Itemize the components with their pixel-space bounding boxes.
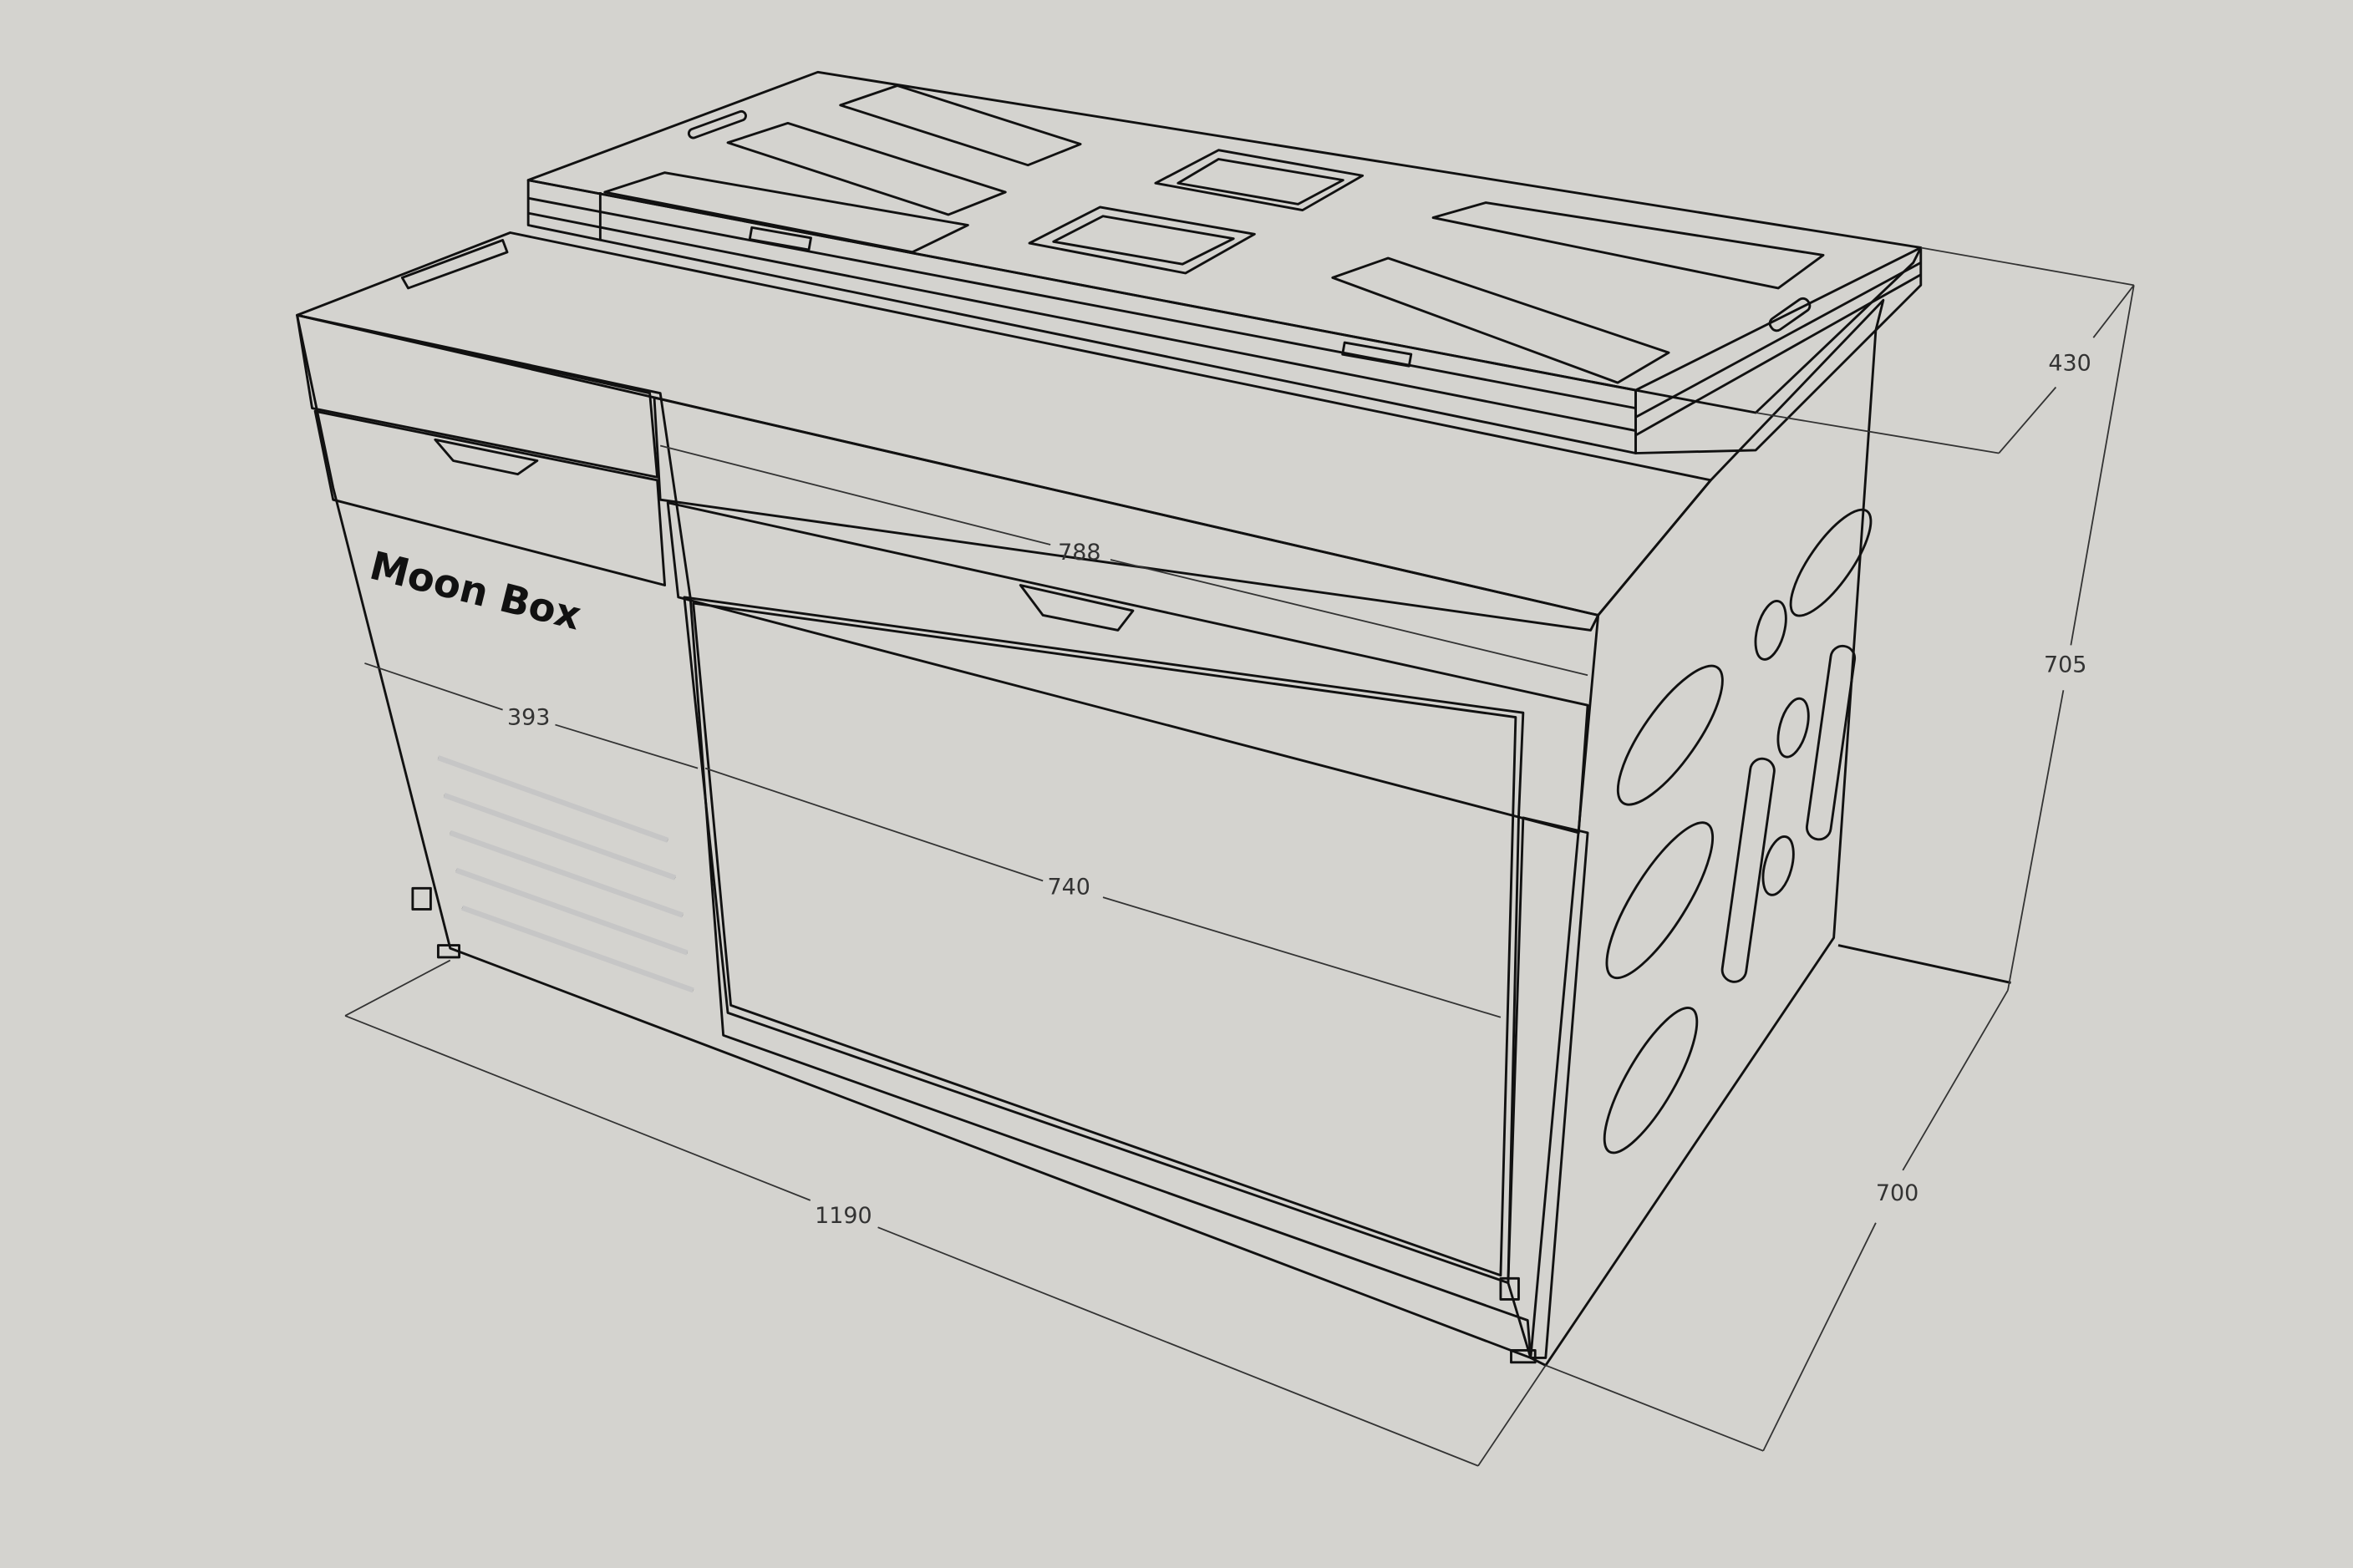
top-lid-side-edge (1634, 246, 1923, 454)
side-cutout (1789, 508, 1873, 617)
lid-recess-panel (1331, 256, 1670, 384)
dimension-label: 740 (1048, 875, 1090, 901)
hinge-icon (1341, 341, 1413, 368)
lid-recess-panel (1431, 201, 1825, 290)
dimension-top-height: 430 (1756, 284, 2135, 454)
vent-slots (437, 755, 694, 993)
dimension-front-door: 740 (704, 767, 1502, 1018)
foot-icon (1510, 1349, 1537, 1364)
left-drawer[interactable] (313, 409, 667, 586)
latch-icon[interactable] (411, 886, 432, 911)
lid-square-cutout-floor (1176, 158, 1344, 206)
side-cutout (1603, 1007, 1699, 1154)
lid-square-cutout (1028, 206, 1256, 275)
lid-square-cutout (1154, 149, 1365, 211)
dimension-left-section: 393 (364, 662, 699, 769)
front-door[interactable] (683, 596, 1525, 1285)
top-lid-front-edge (526, 179, 1637, 454)
dimension-overall-length: 1190 (344, 959, 1547, 1467)
left-top-band (296, 313, 659, 479)
left-drawer-handle[interactable] (434, 438, 539, 476)
right-front-frame (1507, 816, 1589, 1359)
dimension-label: 393 (507, 705, 550, 731)
right-drawer-handle[interactable] (1019, 584, 1135, 632)
left-module-front (296, 313, 1532, 1359)
dimension-depth: 700 (1545, 989, 2009, 1452)
hinge-icon (748, 226, 812, 251)
dimension-height: 705 (1920, 246, 2135, 991)
side-cutout (1805, 644, 1857, 841)
dimension-label: 430 (2048, 351, 2091, 377)
brand-logo: Moon Box (365, 544, 585, 640)
right-lid-front-band (653, 396, 1600, 632)
side-cutout (1720, 757, 1776, 983)
left-top-vent (400, 239, 509, 290)
right-side-panel (1529, 298, 2011, 1367)
lid-recess-panel (839, 84, 1082, 167)
dimension-label: 700 (1876, 1180, 1918, 1206)
foot-icon (436, 944, 460, 959)
front-door-inner (692, 601, 1517, 1277)
side-cutout (1605, 821, 1715, 980)
lid-handle-slot[interactable] (687, 109, 747, 140)
lid-square-cutout-floor (1052, 215, 1235, 266)
right-drawer[interactable] (666, 501, 1589, 835)
lid-recess-panel (726, 121, 1007, 216)
dimension-label: 705 (2044, 652, 2086, 678)
latch-icon[interactable] (1499, 1276, 1520, 1301)
dimension-right-lid: 788 (659, 444, 1588, 677)
dimension-label: 788 (1058, 540, 1100, 566)
lid-recess-panel (603, 171, 969, 254)
lid-handle-slot[interactable] (1767, 296, 1812, 332)
side-cutout (1754, 600, 1787, 661)
side-cutout (1776, 697, 1810, 759)
side-cutout (1616, 664, 1724, 806)
dimension-label: 1190 (815, 1203, 872, 1229)
top-lid-assembly (526, 70, 1923, 454)
side-cutout (1761, 835, 1795, 896)
